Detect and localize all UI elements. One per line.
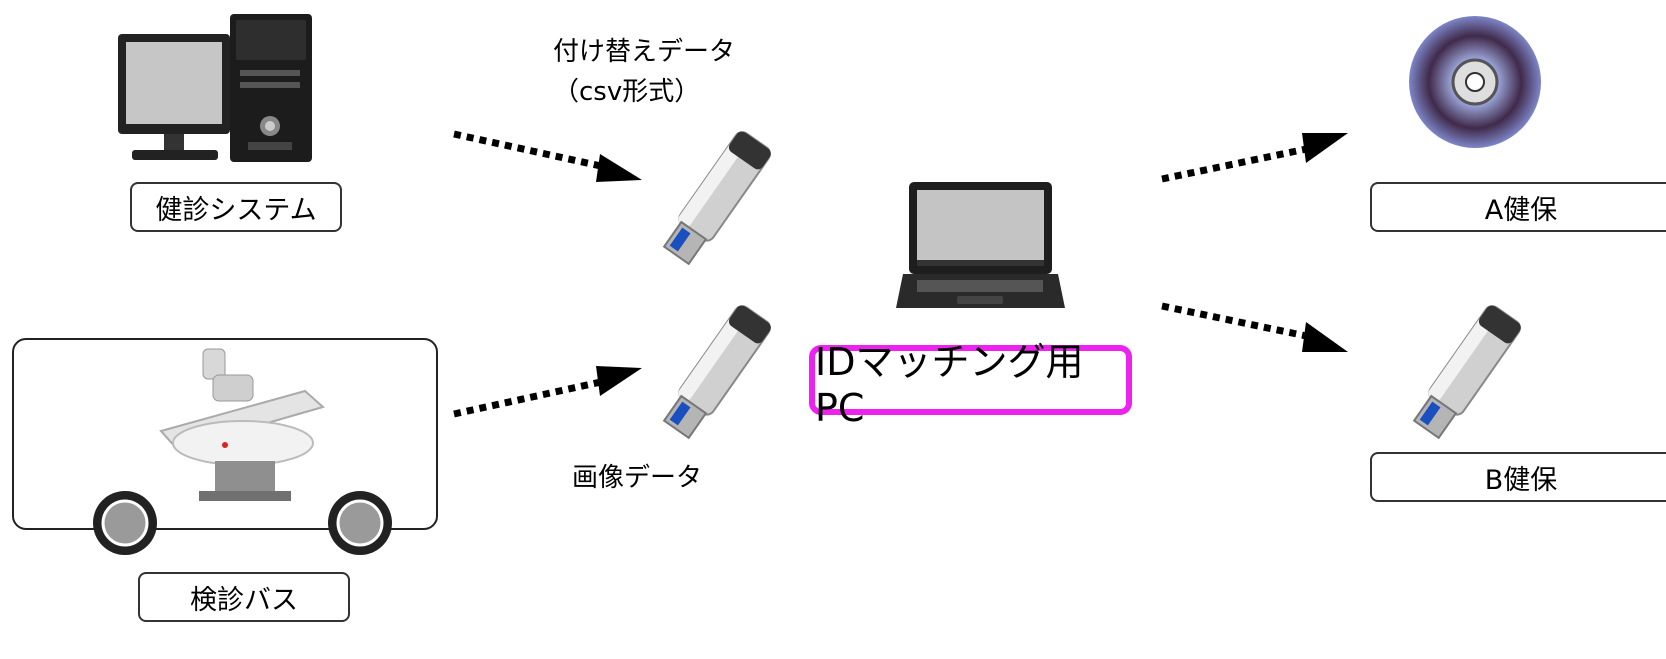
dotted-arrow-icon [450,128,650,188]
usb-drive-icon [1400,292,1550,442]
replacement-data-line1: 付け替えデータ [553,37,736,67]
bus-wheel-icon [325,488,395,558]
xray-machine-icon [155,345,330,515]
cd-disc-icon [1405,12,1545,152]
bus-wheel-icon [90,488,160,558]
screening-bus-label: 検診バス [138,572,350,622]
b-insurer-label: B健保 [1370,452,1666,502]
dotted-arrow-icon [1158,125,1358,185]
image-data-caption: 画像データ [572,463,703,493]
health-system-label: 健診システム [130,182,342,232]
a-insurer-label: A健保 [1370,182,1666,232]
dotted-arrow-icon [1158,300,1358,360]
usb-drive-icon [650,118,790,268]
usb-drive-icon [650,292,790,442]
replacement-data-caption: 付け替えデータ （csv形式） [553,32,793,112]
replacement-data-line2: （csv形式） [553,77,701,107]
laptop-icon [893,180,1068,315]
id-matching-pc-label: IDマッチング用PC [809,340,1132,430]
desktop-computer-icon [112,8,332,168]
dotted-arrow-icon [450,358,650,418]
